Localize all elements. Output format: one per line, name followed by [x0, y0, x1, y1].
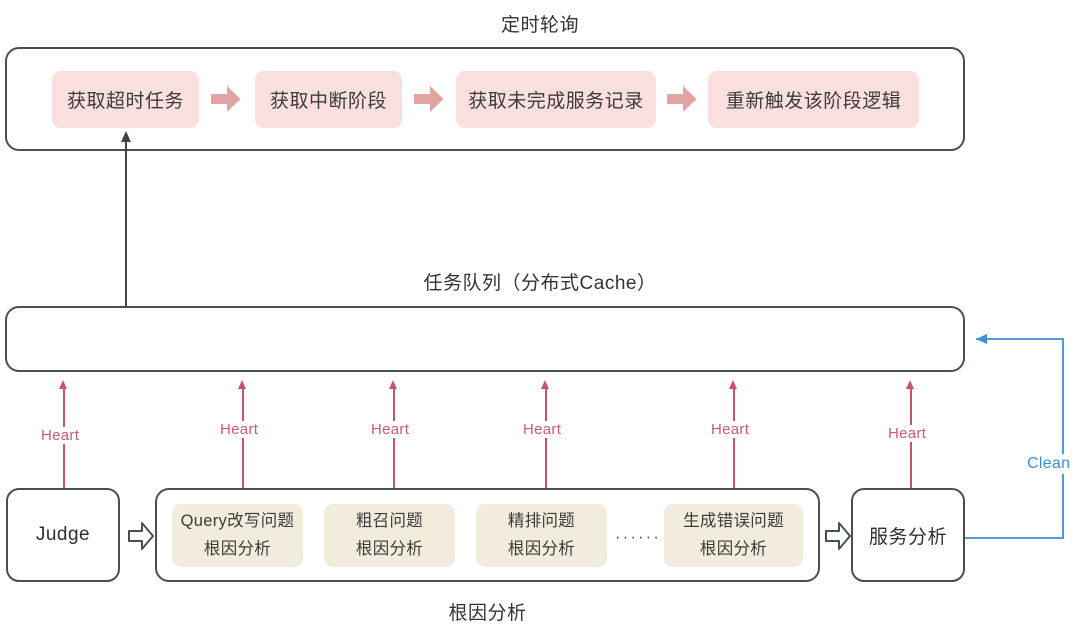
analyzer-2-line1: 精排问题 — [507, 511, 576, 530]
heartbeat-4-label: Heart — [708, 421, 753, 438]
heartbeat-1-arrowhead — [238, 380, 247, 389]
heartbeat-1-label: Heart — [217, 421, 262, 438]
heartbeat-5-label: Heart — [885, 425, 930, 442]
analyzer-2-line2: 根因分析 — [507, 539, 576, 558]
heartbeat-0-label: Heart — [38, 427, 83, 444]
polling-step-2-label: 获取未完成服务记录 — [468, 91, 644, 112]
arrow-right-outline-icon-service — [825, 521, 851, 551]
polling-step-1[interactable]: 获取中断阶段 — [255, 71, 402, 128]
analyzer-0[interactable]: Query改写问题 根因分析 — [172, 504, 303, 567]
task-queue-box — [5, 306, 965, 372]
heartbeat-0-arrowhead — [59, 380, 68, 389]
arrow-right-solid-icon — [211, 85, 241, 113]
polling-step-1-label: 获取中断阶段 — [269, 91, 387, 112]
polling-step-3[interactable]: 重新触发该阶段逻辑 — [708, 71, 919, 128]
polling-step-2[interactable]: 获取未完成服务记录 — [456, 71, 656, 128]
arrow-right-solid-icon-3 — [667, 85, 697, 113]
heartbeat-4-line — [733, 388, 735, 492]
heartbeat-3-line — [545, 388, 547, 492]
heartbeat-2-arrowhead — [389, 380, 398, 389]
clean-edge-label: Clean — [1024, 454, 1074, 474]
analyzer-1[interactable]: 粗召问题 根因分析 — [324, 504, 455, 567]
judge-box[interactable]: Judge — [6, 488, 120, 582]
analyzer-1-line1: 粗召问题 — [355, 511, 424, 530]
queue-section-title: 任务队列（分布式Cache） — [423, 273, 657, 294]
polling-step-0[interactable]: 获取超时任务 — [52, 71, 199, 128]
analyzer-3-line1: 生成错误问题 — [683, 511, 784, 530]
heartbeat-2-label: Heart — [368, 421, 413, 438]
service-analysis-label: 服务分析 — [868, 526, 947, 548]
judge-label: Judge — [35, 524, 91, 545]
service-analysis-box[interactable]: 服务分析 — [851, 488, 965, 582]
polling-step-0-label: 获取超时任务 — [66, 91, 184, 112]
heartbeat-4-arrowhead — [729, 380, 738, 389]
polling-step-3-label: 重新触发该阶段逻辑 — [725, 91, 902, 112]
root-cause-section-title: 根因分析 — [448, 603, 527, 624]
heartbeat-1-line — [242, 388, 244, 492]
polling-section-title: 定时轮询 — [500, 15, 579, 36]
analyzer-3[interactable]: 生成错误问题 根因分析 — [664, 504, 803, 567]
analyzer-3-line2: 根因分析 — [699, 539, 768, 558]
heartbeat-2-line — [393, 388, 395, 492]
heartbeat-5-arrowhead — [906, 380, 915, 389]
heartbeat-3-label: Heart — [520, 421, 565, 438]
heartbeat-3-arrowhead — [541, 380, 550, 389]
queue-to-polling-arrowhead — [120, 131, 131, 142]
analyzer-0-line1: Query改写问题 — [180, 511, 295, 530]
arrow-right-outline-icon-judge — [128, 521, 154, 551]
analyzer-1-line2: 根因分析 — [355, 539, 424, 558]
analyzer-2[interactable]: 精排问题 根因分析 — [476, 504, 607, 567]
queue-to-polling-line — [125, 140, 127, 306]
analyzer-0-line2: 根因分析 — [203, 539, 272, 558]
analyzers-ellipsis: ······ — [615, 527, 661, 546]
arrow-right-solid-icon-2 — [414, 85, 444, 113]
